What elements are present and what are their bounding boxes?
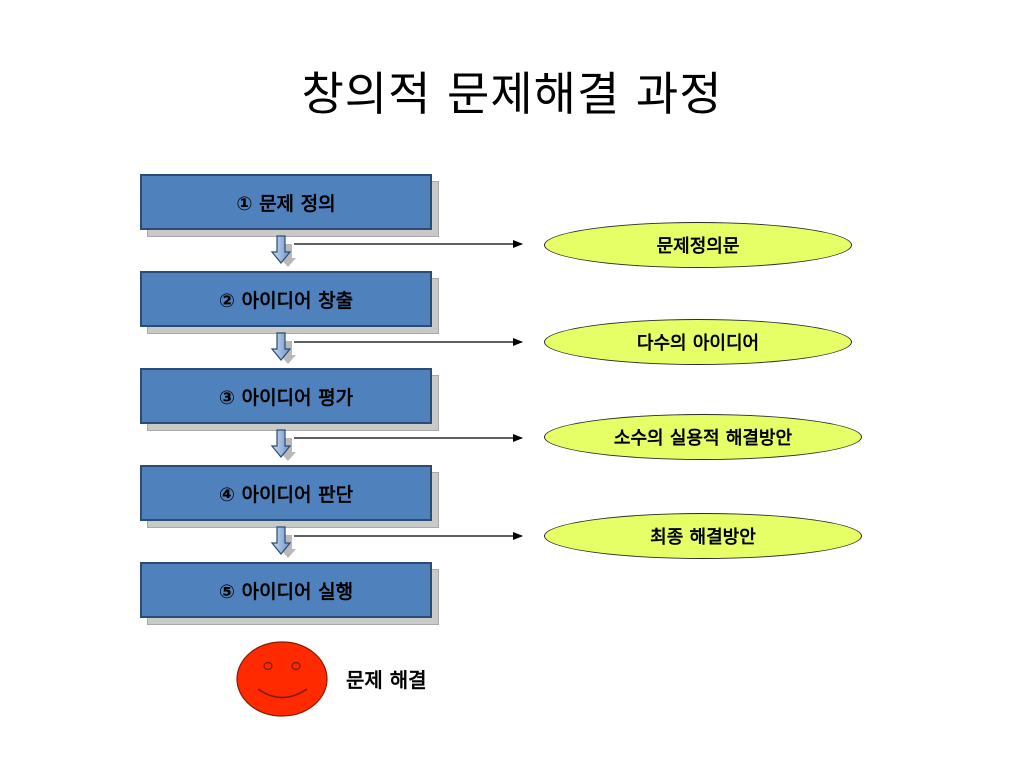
down-arrow-4-icon	[270, 526, 296, 558]
output-many-ideas: 다수의 아이디어	[544, 319, 852, 365]
result-label: 문제 해결	[346, 668, 427, 692]
down-arrow-3-icon	[270, 429, 296, 461]
output-problem-statement: 문제정의문	[544, 222, 852, 268]
down-arrow-2-icon	[270, 332, 296, 364]
step-2-box[interactable]: ② 아이디어 창출	[140, 271, 432, 327]
down-arrow-1-icon	[270, 235, 296, 267]
step-5-box[interactable]: ⑤ 아이디어 실행	[140, 562, 432, 618]
step-4: ④ 아이디어 판단	[140, 465, 440, 528]
output-practical-solutions: 소수의 실용적 해결방안	[544, 414, 862, 460]
step-2: ② 아이디어 창출	[140, 271, 440, 334]
step-1: ① 문제 정의	[140, 174, 440, 237]
step-5: ⑤ 아이디어 실행	[140, 562, 440, 625]
smiley-face-icon	[236, 641, 328, 717]
step-4-box[interactable]: ④ 아이디어 판단	[140, 465, 432, 521]
output-final-solution: 최종 해결방안	[544, 513, 862, 559]
step-1-box[interactable]: ① 문제 정의	[140, 174, 432, 230]
slide-title: 창의적 문제해결 과정	[301, 67, 723, 121]
step-3: ③ 아이디어 평가	[140, 368, 440, 431]
step-3-box[interactable]: ③ 아이디어 평가	[140, 368, 432, 424]
